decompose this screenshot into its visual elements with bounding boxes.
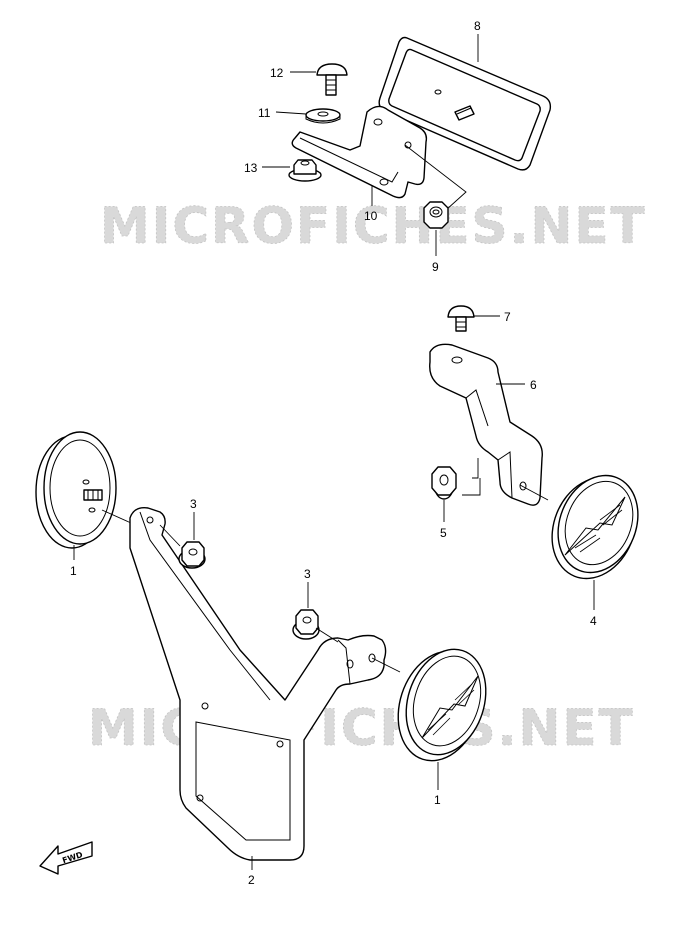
part-11-washer	[305, 108, 341, 124]
callout-1-right: 1	[434, 793, 441, 807]
callout-2: 2	[248, 873, 255, 887]
leader-2-to-3a	[159, 524, 181, 547]
part-10-reflector-bracket	[291, 105, 467, 211]
callout-leaders	[73, 34, 595, 870]
callout-5: 5	[440, 526, 447, 540]
part-8-rear-reflector	[378, 36, 552, 171]
callout-13: 13	[244, 161, 258, 175]
part-5-flange-nut	[431, 466, 457, 500]
part-13-flange-nut	[288, 159, 322, 182]
part-2-main-bracket	[129, 507, 387, 861]
part-3-flange-nut-lower	[292, 609, 320, 640]
part-4-round-reflector	[551, 474, 639, 580]
forward-direction-arrow: FWD	[39, 841, 93, 875]
leader-3b-to-2	[315, 627, 339, 643]
part-6-reflector-bracket	[429, 343, 543, 506]
callout-7: 7	[504, 310, 511, 324]
callout-8: 8	[474, 19, 481, 33]
watermark-top: MICROFICHES.NET	[100, 197, 647, 255]
part-7-screw	[447, 305, 475, 332]
leader-6-to-4	[519, 484, 549, 501]
callout-1-left: 1	[70, 564, 77, 578]
part-3-flange-nut-upper	[178, 541, 206, 569]
part-1-round-reflector-right	[397, 648, 487, 762]
callout-10: 10	[364, 209, 378, 223]
callout-9: 9	[432, 260, 439, 274]
callout-11: 11	[258, 106, 271, 120]
watermark-bottom: MICROFICHES.NET	[88, 699, 635, 757]
callout-12: 12	[270, 66, 284, 80]
part-12-screw	[316, 63, 348, 96]
callout-4: 4	[590, 614, 597, 628]
callout-numbers: 8 12 11 13 10 9 7 6 5 4 3 3 1 1 2	[70, 19, 597, 887]
leader-2-to-1b	[371, 657, 401, 673]
callout-6: 6	[530, 378, 537, 392]
callout-3-upper: 3	[190, 497, 197, 511]
part-9-nut	[423, 201, 449, 229]
part-1-round-reflector-left	[35, 431, 117, 549]
callout-3-lower: 3	[304, 567, 311, 581]
